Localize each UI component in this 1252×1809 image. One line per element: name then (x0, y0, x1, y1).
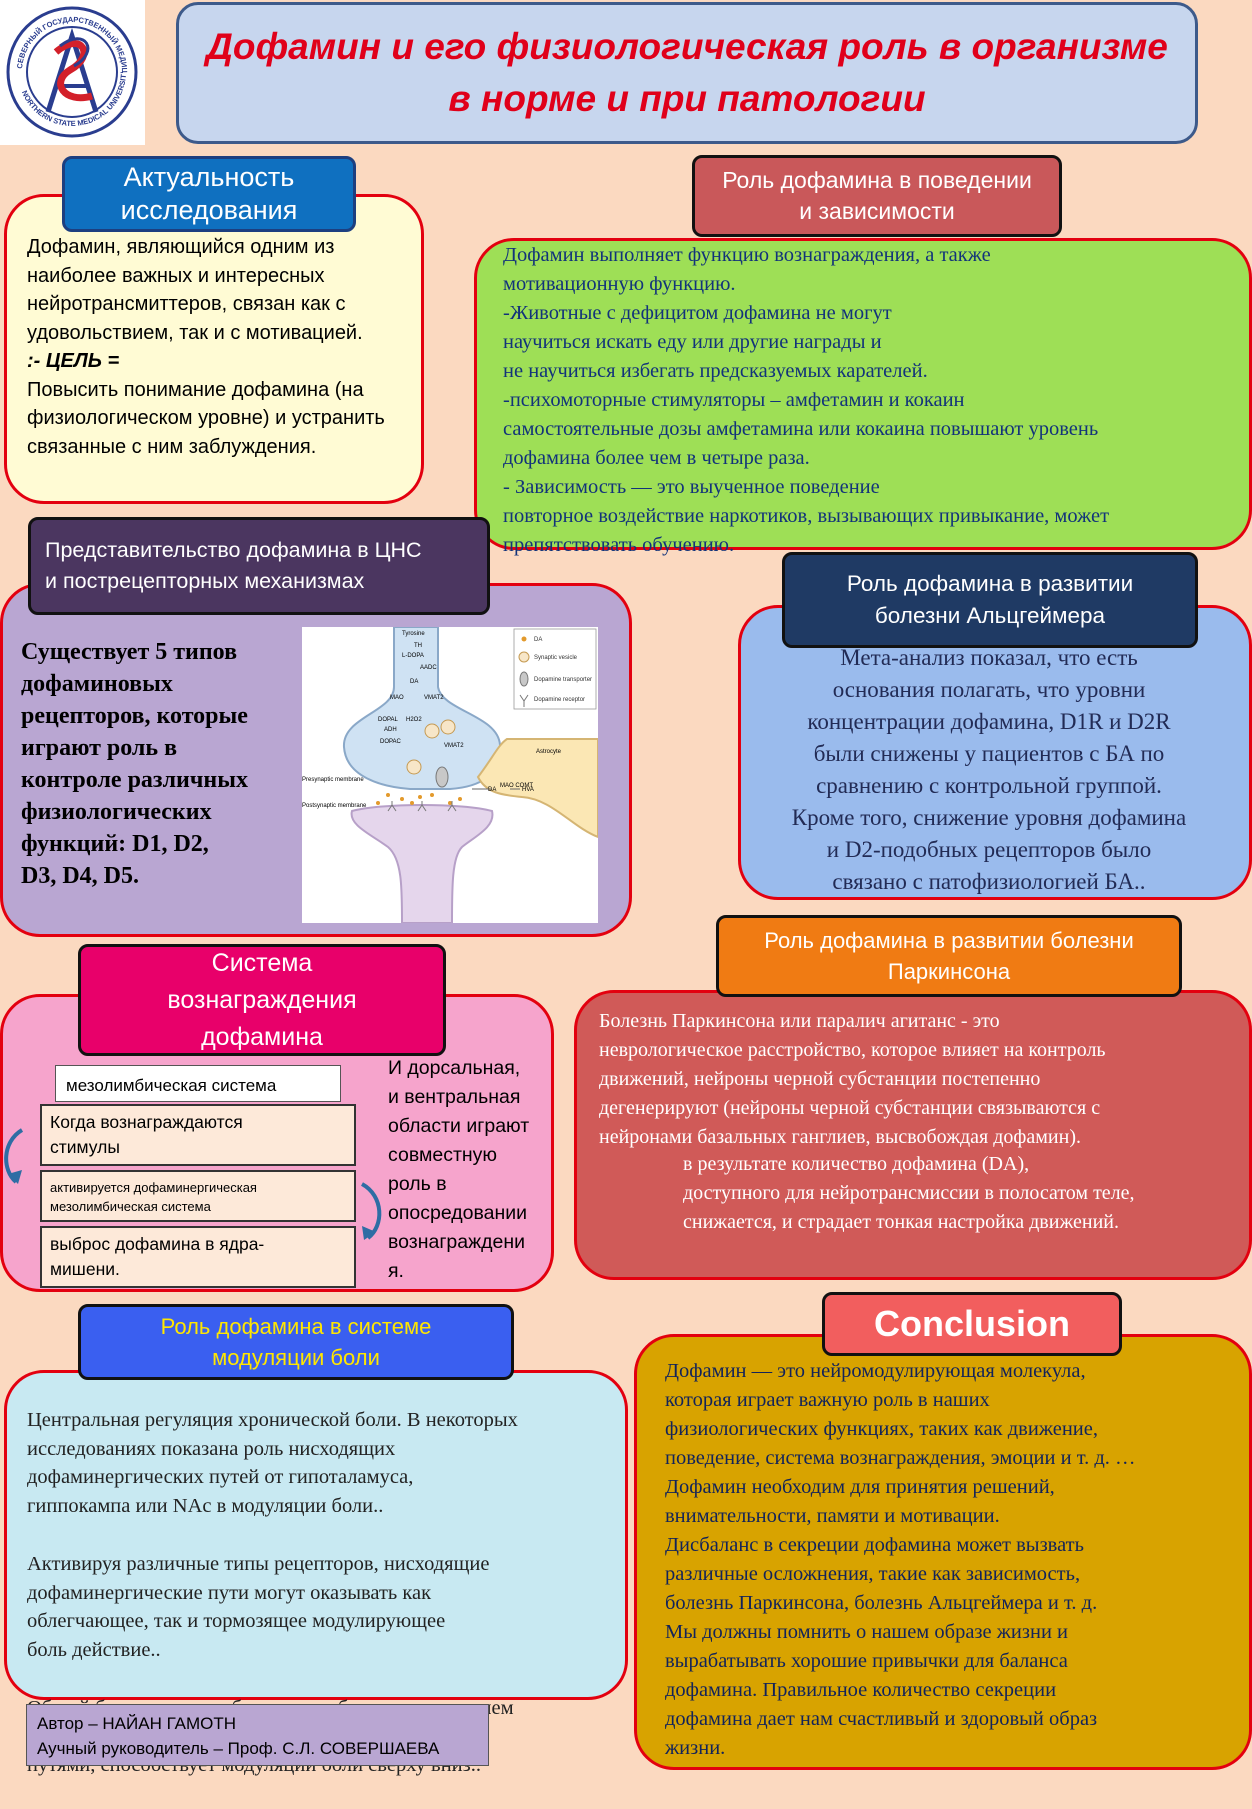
cns-text: Существует 5 типов дофаминовых рецепторо… (21, 639, 248, 889)
synapse-diagram: DA Synaptic vesicle Dopamine transporter… (302, 626, 599, 924)
label-dopac: DOPAC (380, 739, 402, 745)
astrocyte (476, 738, 599, 839)
reward-step-release: выброс дофамина в ядра- мишени. (40, 1226, 356, 1288)
cns-header: Представительство дофамина в ЦНС и постр… (28, 517, 490, 615)
behavior-header-text: Роль дофамина в поведении и зависимости (722, 167, 1032, 224)
alzheimer-header-text: Роль дофамина в развитии болезни Альцгей… (846, 571, 1134, 628)
label-h2o2: H2O2 (406, 717, 422, 723)
label-astrocyte: Astrocyte (536, 749, 562, 755)
conclusion-text: Дофамин — это нейромодулирующая молекула… (665, 1360, 1136, 1759)
behavior-header: Роль дофамина в поведении и зависимости (692, 155, 1062, 237)
legend-receptor: Dopamine receptor (534, 697, 585, 703)
supervisor-line: Аучный руководитель – Проф. С.Л. СОВЕРША… (37, 1739, 440, 1758)
label-aadc: AADC (420, 665, 437, 671)
alzheimer-text: Мета-анализ показал, что есть основания … (791, 645, 1187, 894)
relevance-goal-label: :- ЦЕЛЬ = (27, 350, 120, 372)
relevance-header: Актуальность исследования (62, 156, 356, 232)
label-presynaptic: Presynaptic membrane (302, 777, 364, 783)
relevance-panel: Дофамин, являющийся одним из наиболее ва… (4, 194, 424, 504)
university-logo: СЕВЕРНЫЙ ГОСУДАРСТВЕННЫЙ МЕДИЦИНСКИЙ УНИ… (0, 0, 145, 145)
pain-header-text: Роль дофамина в системе модуляции боли (160, 1314, 432, 1370)
legend-transporter: Dopamine transporter (534, 677, 592, 683)
label-postsynaptic: Postsynaptic membrane (302, 803, 367, 809)
title-line-2: в норме и при патологии (448, 78, 926, 119)
curved-arrow-right-icon (360, 1182, 382, 1240)
legend-da: DA (534, 637, 542, 643)
postsynaptic-terminal (350, 804, 494, 924)
conclusion-header: Conclusion (822, 1292, 1122, 1356)
author-box: Автор – НАЙАН ГАМОТН Аучный руководитель… (26, 1704, 489, 1766)
logo-emblem-icon: СЕВЕРНЫЙ ГОСУДАРСТВЕННЫЙ МЕДИЦИНСКИЙ УНИ… (0, 0, 138, 138)
label-adh: ADH (384, 727, 397, 733)
label-hva: HVA (522, 787, 534, 793)
parkinson-header-text: Роль дофамина в развитии болезни Паркинс… (764, 928, 1134, 984)
reward-step-stimuli: Когда вознаграждаются стимулы (40, 1104, 356, 1166)
alzheimer-panel: Мета-анализ показал, что есть основания … (738, 605, 1252, 900)
parkinson-panel: Болезнь Паркинсона или паралич агитанс -… (574, 990, 1252, 1280)
curved-arrow-left-icon (4, 1128, 24, 1184)
label-dopal: DOPAL (378, 717, 399, 723)
relevance-intro: Дофамин, являющийся одним из наиболее ва… (27, 236, 363, 344)
pain-paragraph-2: Активируя различные типы рецепторов, нис… (27, 1552, 490, 1662)
label-vmat2b: VMAT2 (444, 743, 464, 749)
behavior-panel: Дофамин выполняет функцию вознаграждения… (474, 238, 1252, 556)
parkinson-text-2: в результате количество дофамина (DA), д… (683, 1153, 1135, 1233)
label-ldopa: L-DOPA (402, 653, 424, 659)
cns-header-text: Представительство дофамина в ЦНС и постр… (45, 538, 422, 593)
label-da: DA (410, 679, 418, 685)
behavior-text: Дофамин выполняет функцию вознаграждения… (503, 244, 1110, 556)
label-mao: MAO (390, 695, 404, 701)
title-line-1: Дофамин и его физиологическая роль в орг… (206, 26, 1168, 67)
reward-step-mesolimbic: мезолимбическая система (55, 1065, 341, 1102)
label-th: TH (414, 643, 422, 649)
alzheimer-header: Роль дофамина в развитии болезни Альцгей… (782, 552, 1198, 648)
reward-step-activation: активируется дофаминергическая мезолимби… (40, 1170, 356, 1222)
relevance-goal-text: Повысить понимание дофамина (на физиолог… (27, 378, 385, 458)
parkinson-header: Роль дофамина в развитии болезни Паркинс… (716, 915, 1182, 997)
label-vmat2: VMAT2 (424, 695, 444, 701)
author-line: Автор – НАЙАН ГАМОТН (37, 1714, 237, 1733)
reward-header: Система вознаграждения дофамина (78, 944, 446, 1056)
pain-panel: Центральная регуляция хронической боли. … (4, 1370, 628, 1776)
reward-header-text: Система вознаграждения дофамина (167, 948, 357, 1051)
pain-header: Роль дофамина в системе модуляции боли (78, 1304, 514, 1380)
conclusion-panel: Дофамин — это нейромодулирующая молекула… (634, 1334, 1252, 1770)
parkinson-text-1: Болезнь Паркинсона или паралич агитанс -… (599, 1010, 1106, 1148)
reward-side-text: И дорсальная, и вентральная области игра… (388, 1057, 530, 1282)
presynaptic-terminal (342, 626, 502, 790)
poster-title: Дофамин и его физиологическая роль в орг… (176, 2, 1198, 144)
legend-vesicle: Synaptic vesicle (534, 655, 578, 661)
pain-paragraph-1: Центральная регуляция хронической боли. … (27, 1408, 518, 1518)
label-da2: DA (488, 787, 496, 793)
conclusion-header-text: Conclusion (874, 1303, 1070, 1344)
label-maocomt: MAO COMT (500, 783, 533, 789)
relevance-header-text: Актуальность исследования (120, 162, 298, 225)
label-tyrosine: Tyrosine (402, 631, 425, 637)
